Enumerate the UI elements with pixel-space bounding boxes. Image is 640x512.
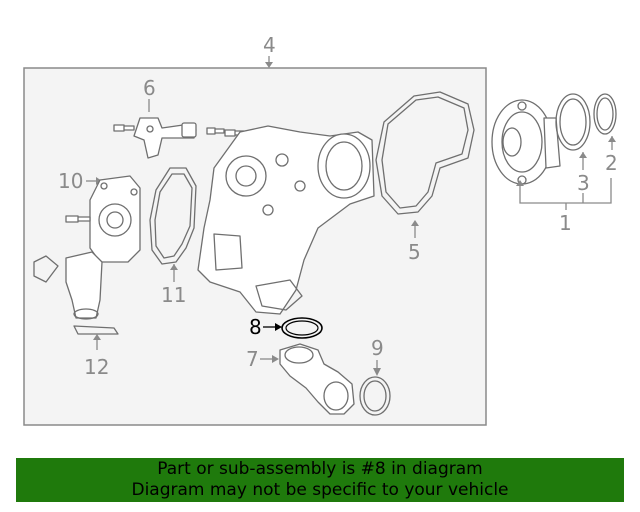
callout-2[interactable]: 2 <box>605 151 618 175</box>
part-2-o-ring[interactable] <box>593 93 617 135</box>
callout-8[interactable]: 8 <box>249 315 262 339</box>
banner-line-2: Diagram may not be specific to your vehi… <box>131 480 509 500</box>
part-7-elbow[interactable] <box>279 343 355 415</box>
callout-4[interactable]: 4 <box>263 33 276 57</box>
callout-12[interactable]: 12 <box>84 355 109 379</box>
water-pump-body[interactable] <box>197 125 375 315</box>
callout-1[interactable]: 1 <box>559 211 572 235</box>
info-banner: Part or sub-assembly is #8 in diagram Di… <box>16 458 624 502</box>
callout-11[interactable]: 11 <box>161 283 186 307</box>
callout-9[interactable]: 9 <box>371 336 384 360</box>
part-3-seal[interactable] <box>555 93 591 151</box>
callout-5[interactable]: 5 <box>408 240 421 264</box>
callout-3[interactable]: 3 <box>577 171 590 195</box>
parts-diagram: 4 6 10 12 11 <box>23 33 618 426</box>
part-5-gasket[interactable] <box>375 91 475 215</box>
part-11-gasket[interactable] <box>149 167 197 265</box>
banner-line-1: Part or sub-assembly is #8 in diagram <box>157 459 483 479</box>
part-8-o-ring[interactable] <box>281 317 323 339</box>
part-9-seal[interactable] <box>359 376 391 416</box>
callout-10[interactable]: 10 <box>58 169 83 193</box>
part-1-pump[interactable] <box>491 99 561 185</box>
part-12-pipe[interactable] <box>33 251 119 335</box>
callout-6[interactable]: 6 <box>143 76 156 100</box>
part-10-housing[interactable] <box>65 175 141 263</box>
callout-7[interactable]: 7 <box>246 347 259 371</box>
